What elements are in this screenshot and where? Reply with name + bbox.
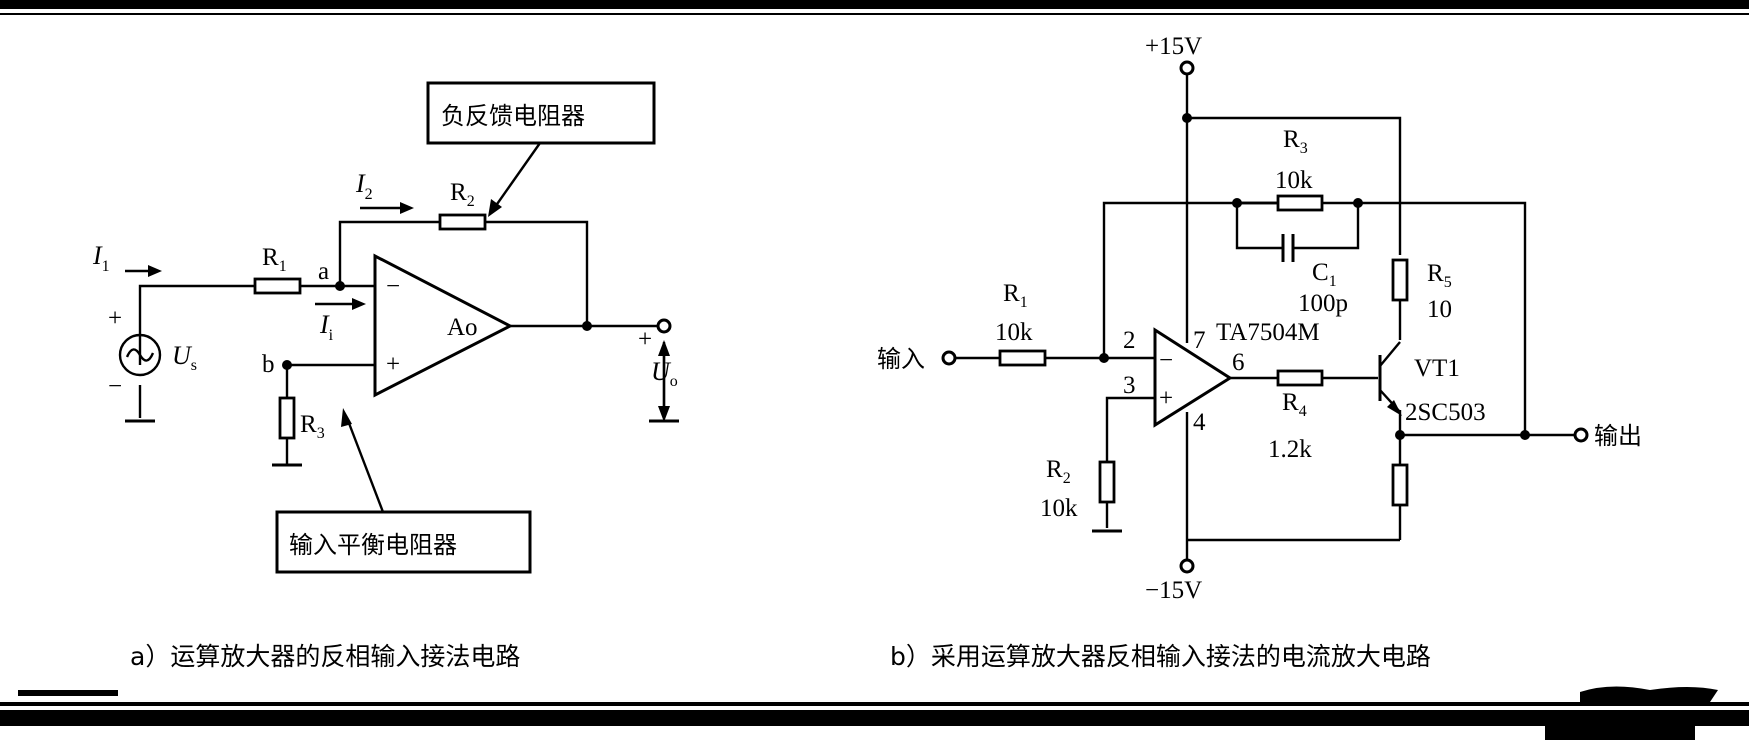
opamp-b-plus-sign: +: [1159, 385, 1173, 412]
label-node-a: a: [318, 258, 329, 285]
top-border: [0, 0, 1749, 15]
capacitor-c1: [1281, 234, 1295, 262]
label-r1-b: R1: [1003, 280, 1028, 311]
value-r5-b: 10: [1427, 296, 1452, 323]
current-arrow-ii: [315, 298, 366, 310]
label-pin7: 7: [1193, 327, 1206, 354]
label-vplus: +15V: [1145, 33, 1202, 60]
opamp-plus-sign: +: [386, 351, 400, 378]
node-vplus-junction: [1182, 113, 1192, 123]
resistor-emitter-b: [1391, 463, 1409, 507]
node-a-dot: [335, 281, 345, 291]
label-pin3: 3: [1123, 372, 1136, 399]
terminal-input: [941, 350, 957, 366]
opamp-ao: [373, 253, 514, 398]
label-uo: Uo: [651, 357, 678, 390]
circuit-b-wires: [955, 74, 1575, 560]
label-r3: R3: [300, 411, 325, 442]
node-r3-right: [1353, 198, 1363, 208]
circuit-b: [941, 60, 1589, 574]
resistor-r2: [438, 213, 487, 231]
opamp-b-minus-sign: −: [1159, 347, 1173, 374]
output-terminal: [656, 318, 672, 334]
label-i2: I2: [355, 169, 373, 203]
callout-balance-text: 输入平衡电阻器: [289, 531, 457, 559]
label-opamp-ao: Ao: [447, 314, 478, 341]
label-vminus: −15V: [1145, 577, 1202, 604]
node-output: [1520, 430, 1530, 440]
label-input: 输入: [877, 345, 925, 373]
value-r2-b: 10k: [1040, 495, 1078, 522]
label-2sc503: 2SC503: [1405, 399, 1486, 426]
label-r1: R1: [262, 244, 287, 275]
ac-source-us: [118, 333, 162, 377]
label-vt1: VT1: [1414, 355, 1460, 382]
resistor-r4-b: [1276, 369, 1324, 387]
resistor-r5-b: [1391, 258, 1409, 302]
circuit-a-wires: [125, 220, 679, 467]
output-plus-sign: +: [638, 326, 652, 353]
label-i1: I1: [92, 241, 110, 275]
opamp-minus-sign: −: [386, 273, 400, 300]
node-r3-left: [1232, 198, 1242, 208]
current-arrow-i2: [360, 202, 414, 214]
value-r1-b: 10k: [995, 319, 1033, 346]
callout-feedback-text: 负反馈电阻器: [441, 102, 585, 130]
source-minus-sign: −: [108, 373, 122, 400]
label-output: 输出: [1594, 422, 1642, 450]
resistor-r3: [278, 396, 296, 440]
label-pin4: 4: [1193, 409, 1206, 436]
resistor-r1: [253, 277, 302, 295]
resistor-r1-b: [998, 349, 1047, 367]
label-r2-b: R2: [1046, 456, 1071, 487]
label-r4-b: R4: [1282, 389, 1307, 420]
caption-a: a）运算放大器的反相输入接法电路: [130, 642, 520, 671]
resistor-r2-b: [1098, 460, 1116, 504]
value-r4-b: 1.2k: [1268, 436, 1312, 463]
label-r3-b: R3: [1283, 126, 1308, 157]
label-c1: C1: [1312, 259, 1337, 290]
label-ic-ta7504m: TA7504M: [1216, 319, 1320, 346]
terminal-vminus: [1179, 558, 1195, 574]
label-us: Us: [172, 341, 197, 374]
terminal-output: [1573, 427, 1589, 443]
output-node-dot: [582, 321, 592, 331]
label-ii: Ii: [319, 310, 334, 344]
resistor-r3-b: [1276, 194, 1324, 212]
circuit-a: [118, 81, 679, 574]
label-node-b: b: [262, 351, 275, 378]
label-r5-b: R5: [1427, 260, 1452, 291]
current-arrow-i1: [125, 265, 162, 277]
label-pin2: 2: [1123, 327, 1136, 354]
bottom-border: [0, 686, 1749, 740]
node-inverting-input: [1099, 353, 1109, 363]
label-pin6: 6: [1232, 349, 1245, 376]
node-emitter: [1395, 430, 1405, 440]
value-c1: 100p: [1298, 290, 1348, 317]
label-r2: R2: [450, 179, 475, 210]
callout-feedback-resistor: [426, 81, 656, 217]
voltage-arrow-uo: [658, 340, 670, 422]
source-plus-sign: +: [108, 305, 122, 332]
value-r3-b: 10k: [1275, 167, 1313, 194]
transistor-vt1: [1375, 341, 1402, 416]
terminal-vplus: [1179, 60, 1195, 76]
node-b-dot: [282, 360, 292, 370]
callout-balance-resistor: [275, 408, 532, 574]
caption-b: b）采用运算放大器反相输入接法的电流放大电路: [890, 642, 1431, 671]
opamp-ta7504m: [1153, 327, 1233, 428]
